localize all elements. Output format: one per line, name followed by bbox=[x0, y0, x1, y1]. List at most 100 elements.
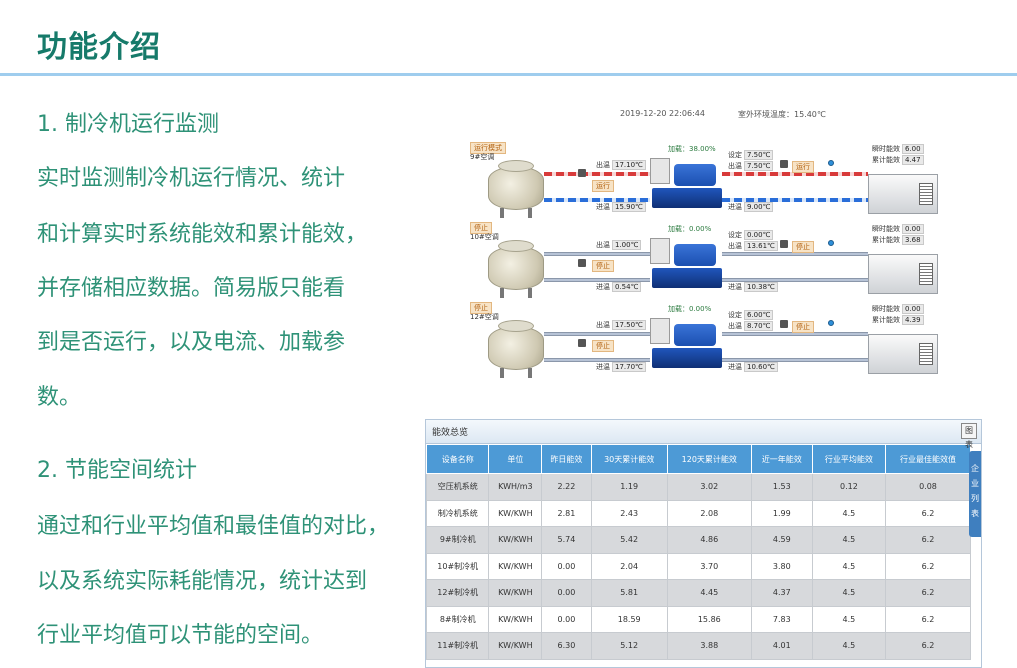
valve-icon bbox=[780, 160, 788, 168]
table-cell: KW/KWH bbox=[488, 579, 543, 607]
table-cell: 6.2 bbox=[884, 579, 972, 607]
section1-line: 和计算实时系统能效和累计能效， bbox=[37, 222, 368, 247]
section1-line: 实时监测制冷机运行情况、统计 bbox=[37, 166, 346, 191]
table-cell: KW/KWH bbox=[488, 552, 543, 580]
condenser-pipe-in bbox=[544, 278, 650, 282]
table-cell: 15.86 bbox=[666, 605, 752, 633]
table-cell: 0.12 bbox=[811, 473, 886, 501]
table-cell: 11#制冷机 bbox=[426, 632, 490, 660]
flow-sensor-icon bbox=[828, 160, 834, 166]
status-badge: 停止 bbox=[792, 321, 814, 333]
section1-line: 到是否运行，以及电流、加载参 bbox=[37, 330, 346, 355]
chiller-unit bbox=[650, 154, 722, 214]
unit-name: 12#空调 bbox=[470, 313, 499, 321]
table-cell: 4.5 bbox=[811, 526, 886, 554]
table-cell: 2.04 bbox=[590, 552, 668, 580]
table-cell: 1.99 bbox=[750, 499, 813, 527]
column-header[interactable]: 30天累计能效 bbox=[590, 444, 668, 474]
flow-sensor-icon bbox=[828, 320, 834, 326]
table-cell: 5.81 bbox=[590, 579, 668, 607]
table-cell: 4.86 bbox=[666, 526, 752, 554]
table-cell: 9#制冷机 bbox=[426, 526, 490, 554]
table-cell: 8#制冷机 bbox=[426, 605, 490, 633]
table-cell: 6.2 bbox=[884, 632, 972, 660]
title-divider bbox=[0, 73, 1017, 76]
column-header[interactable]: 近一年能效 bbox=[750, 444, 813, 474]
table-cell: 18.59 bbox=[590, 605, 668, 633]
table-cell: 3.02 bbox=[666, 473, 752, 501]
chilled-pipe-out bbox=[722, 172, 868, 176]
table-cell: 3.80 bbox=[750, 552, 813, 580]
column-header[interactable]: 设备名称 bbox=[426, 444, 490, 474]
table-cell: 4.5 bbox=[811, 632, 886, 660]
air-handling-unit bbox=[868, 334, 938, 374]
table-cell: 制冷机系统 bbox=[426, 499, 490, 527]
column-header[interactable]: 120天累计能效 bbox=[666, 444, 752, 474]
air-handling-unit bbox=[868, 254, 938, 294]
cooling-tower bbox=[488, 158, 544, 218]
section2-heading: 2. 节能空间统计 bbox=[37, 458, 197, 483]
column-header[interactable]: 单位 bbox=[488, 444, 543, 474]
flow-sensor-icon bbox=[828, 240, 834, 246]
page-title: 功能介绍 bbox=[37, 30, 161, 65]
table-cell: 7.83 bbox=[750, 605, 813, 633]
table-cell: 4.5 bbox=[811, 605, 886, 633]
status-badge: 运行 bbox=[592, 180, 614, 192]
table-cell: 0.08 bbox=[884, 473, 972, 501]
efficiency-overview-panel: 能效总览 图表 设备名称 单位 昨日能效 30天累计能效 120天累计能效 近一… bbox=[425, 419, 982, 668]
table-cell: 4.01 bbox=[750, 632, 813, 660]
condenser-pipe-in bbox=[544, 358, 650, 362]
chart-toggle-button[interactable]: 图表 bbox=[961, 423, 977, 449]
table-cell: 2.81 bbox=[541, 499, 592, 527]
column-header[interactable]: 昨日能效 bbox=[541, 444, 592, 474]
table-cell: 1.19 bbox=[590, 473, 668, 501]
table-cell: KW/KWH bbox=[488, 526, 543, 554]
column-header[interactable]: 行业平均能效 bbox=[811, 444, 886, 474]
mode-tag: 停止 bbox=[470, 222, 492, 234]
section2-line: 通过和行业平均值和最佳值的对比， bbox=[37, 514, 390, 539]
section1-line: 数。 bbox=[37, 385, 82, 410]
table-cell: 空压机系统 bbox=[426, 473, 490, 501]
table-cell: 5.74 bbox=[541, 526, 592, 554]
table-cell: 2.08 bbox=[666, 499, 752, 527]
table-cell: 10#制冷机 bbox=[426, 552, 490, 580]
table-cell: 12#制冷机 bbox=[426, 579, 490, 607]
table-cell: 0.00 bbox=[541, 579, 592, 607]
table-cell: 6.2 bbox=[884, 605, 972, 633]
table-header-row: 设备名称 单位 昨日能效 30天累计能效 120天累计能效 近一年能效 行业平均… bbox=[426, 444, 972, 474]
valve-icon bbox=[578, 169, 586, 177]
unit-name: 9#空调 bbox=[470, 153, 495, 161]
load-percent: 加载：0.00% bbox=[668, 305, 712, 313]
chilled-pipe-in bbox=[722, 358, 868, 362]
table-cell: 5.42 bbox=[590, 526, 668, 554]
table-cell: 2.22 bbox=[541, 473, 592, 501]
valve-icon bbox=[578, 259, 586, 267]
column-header[interactable]: 行业最佳能效值 bbox=[884, 444, 972, 474]
table-cell: 6.2 bbox=[884, 526, 972, 554]
air-handling-unit bbox=[868, 174, 938, 214]
status-badge: 停止 bbox=[592, 260, 614, 272]
diagram-outdoor-temp: 室外环境温度：15.40℃ bbox=[738, 110, 826, 119]
mode-tag: 停止 bbox=[470, 302, 492, 314]
enterprise-list-tab[interactable]: 企业列表 bbox=[969, 451, 981, 537]
valve-icon bbox=[780, 320, 788, 328]
